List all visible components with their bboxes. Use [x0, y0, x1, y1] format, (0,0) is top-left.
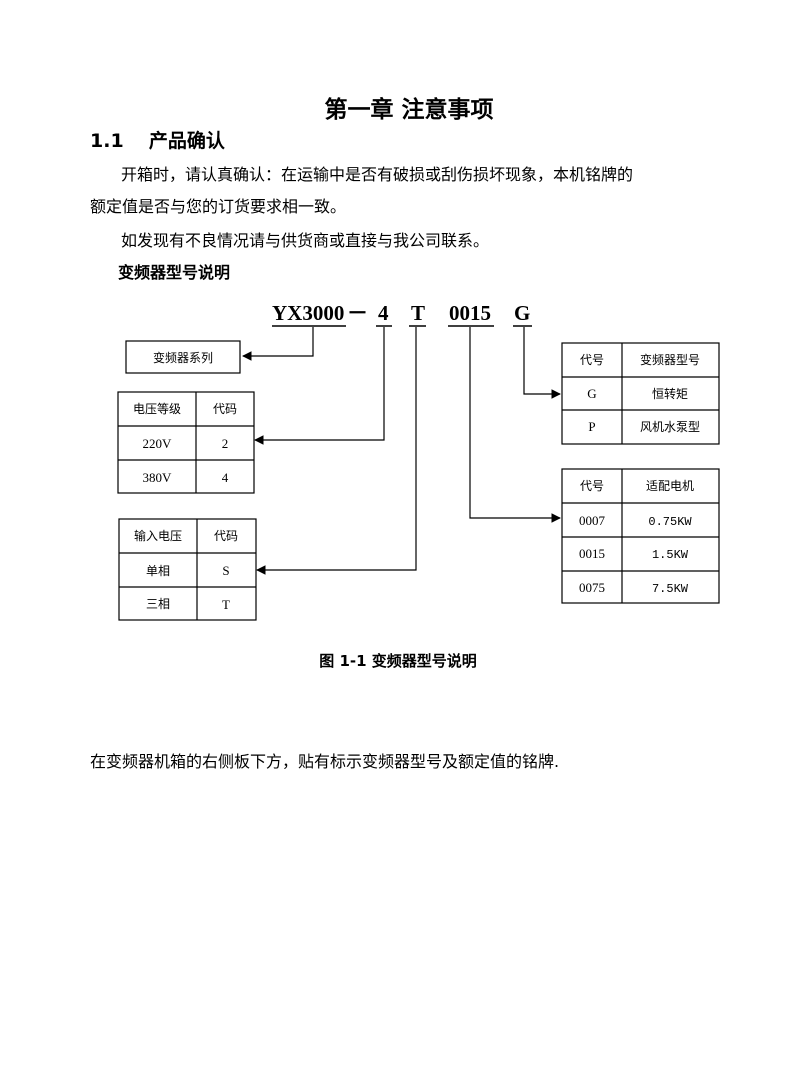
power-table-row-3-code: 0075	[579, 580, 605, 595]
type-table	[561, 342, 720, 445]
voltage-table-header-level: 电压等级	[133, 402, 181, 416]
power-table-row-2-code: 0015	[579, 546, 605, 561]
type-connector	[523, 327, 561, 399]
model-dash: －	[347, 301, 368, 325]
voltage-table-row-1-level: 220V	[143, 436, 173, 451]
phase-connector	[256, 327, 417, 575]
voltage-table-row-1-code: 2	[222, 436, 229, 451]
model-explanation-heading: 变频器型号说明	[118, 263, 231, 282]
phase-table-row-1-input: 单相	[146, 564, 170, 578]
figure-caption: 图 1-1 变频器型号说明	[319, 652, 477, 670]
type-table-row-1-model: 恒转矩	[652, 386, 688, 401]
phase-table-row-2-input: 三相	[146, 597, 170, 611]
model-series-code: YX3000	[272, 301, 344, 325]
phase-table-row-2-code: T	[222, 597, 230, 612]
section-title: 产品确认	[148, 130, 225, 152]
power-table-header-motor: 适配电机	[646, 479, 694, 493]
type-table-header-code: 代号	[580, 353, 604, 367]
voltage-table-row-2-code: 4	[222, 470, 229, 485]
series-box: 变频器系列	[125, 340, 241, 374]
paragraph-1-line-1: 开箱时，请认真确认：在运输中是否有破损或刮伤损坏现象，本机铭牌的	[121, 165, 634, 184]
power-table	[561, 468, 720, 604]
model-voltage-code: 4	[378, 301, 389, 325]
voltage-table-row-2-level: 380V	[143, 470, 173, 485]
power-table-row-1-motor: 0.75KW	[648, 515, 692, 529]
type-table-row-1-code: G	[587, 386, 596, 401]
paragraph-2: 如发现有不良情况请与供货商或直接与我公司联系。	[121, 231, 490, 250]
section-heading: 1.1 产品确认	[90, 126, 225, 153]
type-table-row-2-code: P	[588, 419, 595, 434]
type-table-row-2-model: 风机水泵型	[640, 420, 700, 434]
footer-paragraph: 在变频器机箱的右侧板下方，贴有标示变频器型号及额定值的铭牌.	[90, 752, 560, 771]
type-table-header-model: 变频器型号	[640, 352, 700, 367]
power-connector	[469, 327, 561, 523]
phase-table-row-1-code: S	[222, 563, 229, 578]
model-phase-code: T	[411, 301, 425, 325]
phase-table-header-code: 代码	[214, 529, 238, 543]
series-box-label: 变频器系列	[153, 350, 213, 365]
power-table-row-1-code: 0007	[579, 513, 606, 528]
connector-lines	[242, 327, 561, 575]
voltage-table-header-code: 代码	[213, 402, 237, 416]
model-type-code: G	[514, 301, 530, 325]
paragraph-1-line-2: 额定值是否与您的订货要求相一致。	[90, 197, 347, 216]
section-number: 1.1	[90, 130, 124, 152]
chapter-title: 第一章 注意事项	[324, 97, 494, 123]
phase-table-header-input: 输入电压	[134, 528, 182, 543]
phase-table	[118, 518, 257, 621]
power-table-row-2-motor: 1.5KW	[652, 548, 689, 562]
power-table-row-3-motor: 7.5KW	[652, 582, 689, 596]
power-table-header-code: 代号	[580, 479, 604, 493]
voltage-connector	[254, 327, 385, 445]
model-power-code: 0015	[449, 301, 491, 325]
series-connector	[242, 327, 314, 361]
voltage-table	[117, 391, 255, 494]
